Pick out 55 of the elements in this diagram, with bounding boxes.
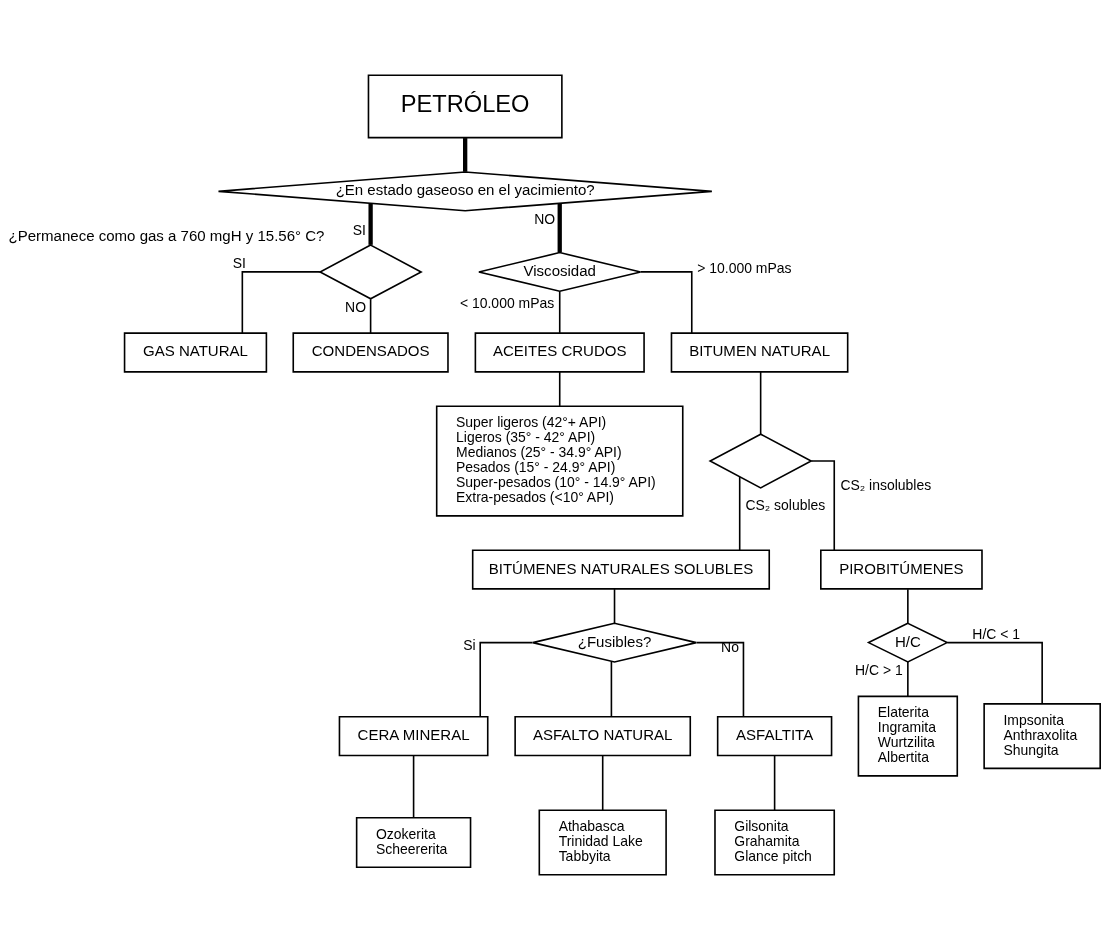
node-box: BITUMEN NATURAL: [670, 331, 849, 373]
node-box: ASFALTITA: [716, 715, 833, 756]
connector: [368, 203, 373, 245]
connector: [558, 370, 561, 407]
connector: [241, 270, 321, 334]
connector: [558, 290, 561, 334]
edge-label: H/C > 1: [854, 661, 903, 678]
node-label: ¿Permanece como gas a 760 mgH y 15.56° C?: [8, 226, 325, 244]
connector: [463, 137, 468, 172]
node-box: Gilsonita Grahamita Glance pitch: [714, 808, 836, 875]
connector: [773, 754, 776, 811]
connector: [946, 641, 1043, 704]
connector: [613, 587, 616, 624]
node-box: Athabasca Trinidad Lake Tabbyita: [538, 808, 667, 875]
connector: [479, 641, 534, 718]
edge-label: > 10.000 mPas: [697, 259, 792, 276]
edge-label: CS₂ solubles: [745, 496, 826, 513]
node-diamond: ¿Fusibles?: [531, 621, 698, 663]
edge-label: Si: [463, 636, 476, 653]
connector: [369, 297, 372, 334]
node-box: Impsonita Anthraxolita Shungita: [983, 702, 1101, 769]
node-box: ACEITES CRUDOS: [474, 331, 645, 373]
connector: [601, 754, 604, 811]
connector: [412, 754, 415, 818]
connector: [738, 475, 741, 551]
node-box: Elaterita Ingramita Wurtzilita Albertita: [857, 695, 959, 777]
connector: [557, 203, 562, 252]
edge-label: < 10.000 mPas: [459, 294, 555, 311]
connector: [639, 270, 693, 334]
edge-label: CS₂ insolubles: [840, 476, 932, 493]
node-box: GAS NATURAL: [123, 331, 268, 373]
node-diamond: Viscosidad: [478, 251, 642, 292]
connector: [810, 459, 836, 551]
connector: [759, 370, 762, 435]
node-diamond: [708, 432, 813, 489]
node-box: Ozokerita Scheererita: [355, 816, 472, 868]
edge-label: SI: [352, 221, 366, 238]
node-box: PIROBITÚMENES: [820, 548, 983, 590]
edge-label: SI: [232, 254, 246, 271]
node-box: BITÚMENES NATURALES SOLUBLES: [471, 548, 771, 590]
node-box: CERA MINERAL: [338, 715, 489, 756]
node-box: ASFALTO NATURAL: [514, 715, 692, 756]
node-diamond: H/C: [866, 621, 949, 663]
node-diamond: [318, 243, 423, 300]
connector: [695, 641, 745, 718]
connector: [610, 660, 613, 717]
connector: [907, 660, 909, 697]
node-box: Super ligeros (42°+ API) Ligeros (35° - 42° API) Medianos (25° - 34.9° API) Pesados (15° - 24.9° API) Super-pesados (10° - 14.9° API) Extra-pesados (<10° API): [435, 404, 684, 517]
node-box: PETRÓLEO: [367, 74, 563, 138]
connector: [907, 587, 909, 624]
edge-label: H/C < 1: [972, 625, 1021, 642]
edge-label: NO: [534, 210, 556, 227]
edge-label: NO: [345, 298, 367, 315]
node-diamond: ¿En estado gaseoso en el yacimiento?: [217, 170, 713, 211]
node-box: CONDENSADOS: [292, 331, 449, 373]
